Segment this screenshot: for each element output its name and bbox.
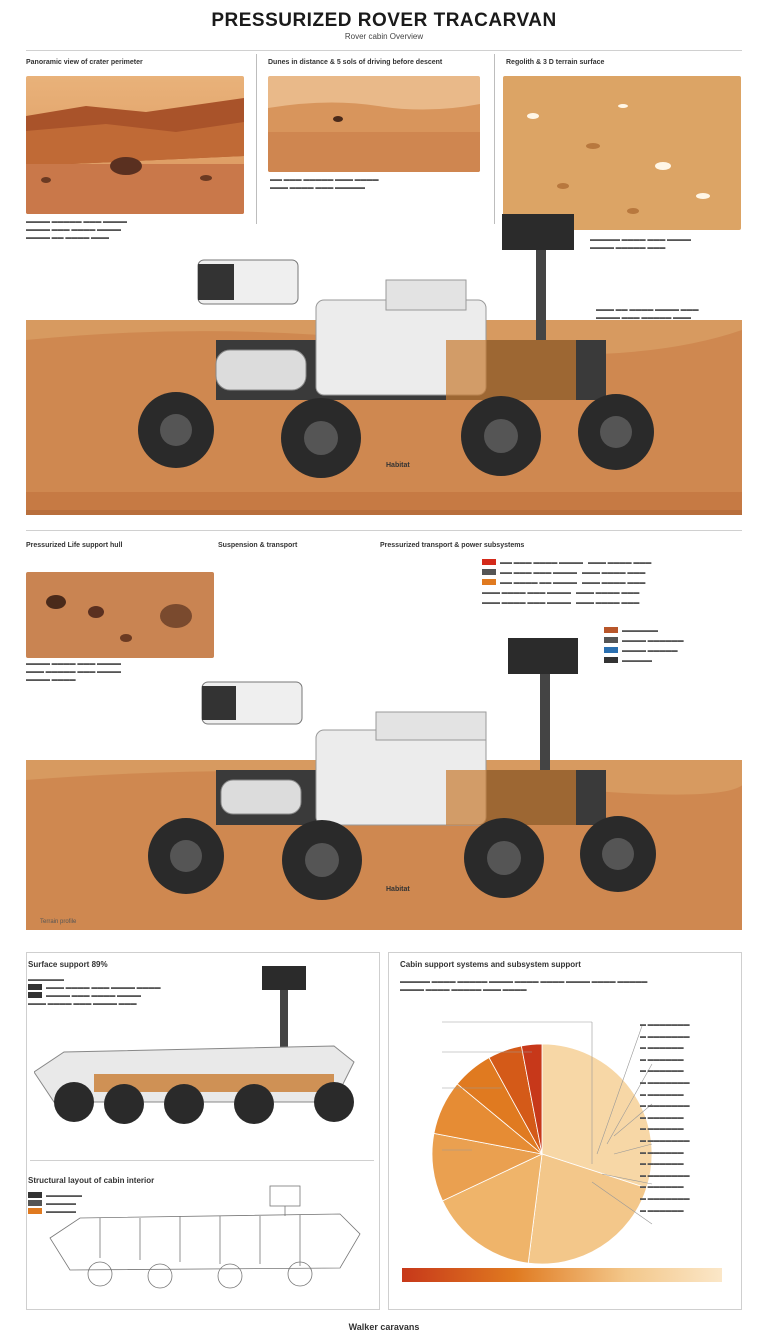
rover-scene-top bbox=[26, 214, 742, 515]
crater-notes: ▬▬▬▬ ▬▬▬▬▬ ▬▬▬ ▬▬▬▬▬▬▬▬ ▬▬▬ ▬▬▬▬ ▬▬▬▬▬▬▬… bbox=[26, 219, 128, 241]
subsystem-legend: ▬▬ ▬▬▬ ▬▬▬▬ ▬▬▬▬ ▬▬▬ ▬▬▬▬ ▬▬▬ ▬▬ ▬▬▬ ▬▬▬… bbox=[482, 558, 744, 608]
pie-callout-list: ▬ ▬▬▬▬▬▬▬▬ ▬▬▬▬▬▬▬▬ ▬▬▬▬▬▬▬ ▬▬▬▬▬▬▬ ▬▬▬▬… bbox=[640, 1022, 690, 1214]
wheel-set bbox=[138, 392, 654, 478]
pie-slice bbox=[520, 1043, 543, 1155]
pie-slice bbox=[527, 1153, 648, 1265]
chart-title: Cabin support systems and subsystem supp… bbox=[400, 960, 581, 969]
rover-label-top: Habitat bbox=[386, 462, 410, 469]
structural-legend: ▬▬▬▬▬▬▬▬▬▬▬▬▬▬▬▬ bbox=[28, 1192, 148, 1216]
section-divider bbox=[26, 530, 742, 531]
pie-slice bbox=[541, 1043, 653, 1189]
dunes-photo bbox=[268, 76, 480, 172]
cabin-wireframe bbox=[49, 1185, 361, 1289]
legend-item: ▬▬▬▬▬ bbox=[604, 656, 744, 666]
cabin-3d-render bbox=[34, 966, 355, 1124]
crater-photo bbox=[26, 76, 244, 214]
rocks-photo bbox=[26, 572, 214, 658]
column-divider bbox=[256, 54, 257, 224]
legend-item: ▬▬ ▬▬▬▬ ▬▬ ▬▬▬▬ ▬▬▬ ▬▬▬▬ ▬▬▬ bbox=[482, 578, 744, 588]
legend-item: ▬▬ ▬▬▬ ▬▬▬ ▬▬▬▬ ▬▬▬ ▬▬▬▬ ▬▬▬ bbox=[482, 568, 744, 578]
caption-dunes: Dunes in distance & 5 sols of driving be… bbox=[268, 59, 443, 66]
rocks-notes: ▬▬▬▬ ▬▬▬▬ ▬▬▬ ▬▬▬▬▬▬▬ ▬▬▬▬▬ ▬▬▬ ▬▬▬▬▬▬▬▬… bbox=[26, 661, 122, 683]
header-divider bbox=[26, 50, 742, 51]
page-subtitle: Rover cabin Overview bbox=[344, 32, 424, 41]
legend-item: ▬▬▬ ▬▬▬▬ ▬▬▬ ▬▬▬▬ ▬▬▬ ▬▬▬▬ ▬▬▬ bbox=[482, 590, 640, 596]
legend-item: ▬▬▬▬ ▬▬▬▬▬ bbox=[604, 646, 744, 656]
surface-support-notes: ▬▬▬▬▬▬▬▬▬ ▬▬▬▬ ▬▬▬ ▬▬▬▬ ▬▬▬▬▬▬▬▬ ▬▬▬ ▬▬▬… bbox=[28, 977, 161, 1007]
caption-suspension: Suspension & transport bbox=[218, 542, 298, 549]
legend-item: ▬▬▬▬ ▬▬▬▬▬▬ bbox=[604, 636, 744, 646]
pie-slice bbox=[441, 1153, 543, 1264]
dunes-notes: ▬▬ ▬▬▬ ▬▬▬▬▬ ▬▬▬ ▬▬▬▬▬▬▬ ▬▬▬▬ ▬▬▬ ▬▬▬▬▬ bbox=[270, 177, 379, 191]
subsystem-pie-chart bbox=[402, 1021, 722, 1282]
legend-item: ▬▬▬▬▬▬ bbox=[604, 626, 744, 636]
pie-slices bbox=[431, 1043, 653, 1265]
legend-item: ▬▬ ▬▬▬ ▬▬▬▬ ▬▬▬▬ ▬▬▬ ▬▬▬▬ ▬▬▬ bbox=[482, 558, 744, 568]
page-title: PRESSURIZED ROVER TRACARVAN bbox=[211, 10, 557, 31]
panel-divider bbox=[30, 1160, 374, 1161]
rover-icon bbox=[201, 638, 606, 826]
caption-crater: Panoramic view of crater perimeter bbox=[26, 59, 143, 66]
rover-scene-mid bbox=[26, 638, 742, 930]
chart-description: ▬▬▬▬▬ ▬▬▬▬ ▬▬▬▬▬ ▬▬▬▬ ▬▬▬▬ ▬▬▬▬ ▬▬▬▬ ▬▬▬… bbox=[400, 979, 648, 993]
cabin-layout-panel bbox=[26, 952, 380, 1310]
subsystem-legend-2: ▬▬▬▬▬▬ ▬▬▬▬ ▬▬▬▬▬▬ ▬▬▬▬ ▬▬▬▬▬ ▬▬▬▬▬ bbox=[604, 626, 744, 666]
footer-brand: Walker caravans bbox=[348, 1322, 420, 1332]
column-divider bbox=[494, 54, 495, 224]
wheel-set bbox=[148, 816, 656, 900]
surface-support-title: Surface support 89% bbox=[28, 960, 108, 969]
terrain-profile-note: Terrain profile bbox=[40, 919, 77, 925]
rover-icon bbox=[197, 214, 606, 400]
regolith-photo bbox=[503, 76, 741, 230]
caption-life-support: Pressurized Life support hull bbox=[26, 542, 123, 549]
rover-callout-notes: ▬▬▬ ▬▬ ▬▬▬▬ ▬▬▬▬ ▬▬▬▬▬▬▬ ▬▬▬ ▬▬▬▬▬ ▬▬▬ bbox=[596, 307, 699, 321]
caption-power-subsystems: Pressurized transport & power subsystems bbox=[380, 542, 525, 549]
legend-item: ▬▬▬ ▬▬▬▬ ▬▬▬ ▬▬▬▬ ▬▬▬ ▬▬▬▬ ▬▬▬ bbox=[482, 600, 640, 606]
rover-label-mid: Habitat bbox=[386, 886, 410, 893]
structural-layout-title: Structural layout of cabin interior bbox=[28, 1176, 155, 1185]
caption-regolith: Regolith & 3 D terrain surface bbox=[506, 59, 605, 66]
regolith-notes: ▬▬▬▬▬ ▬▬▬▬ ▬▬▬ ▬▬▬▬▬▬▬▬ ▬▬▬▬▬ ▬▬▬ bbox=[590, 237, 692, 251]
